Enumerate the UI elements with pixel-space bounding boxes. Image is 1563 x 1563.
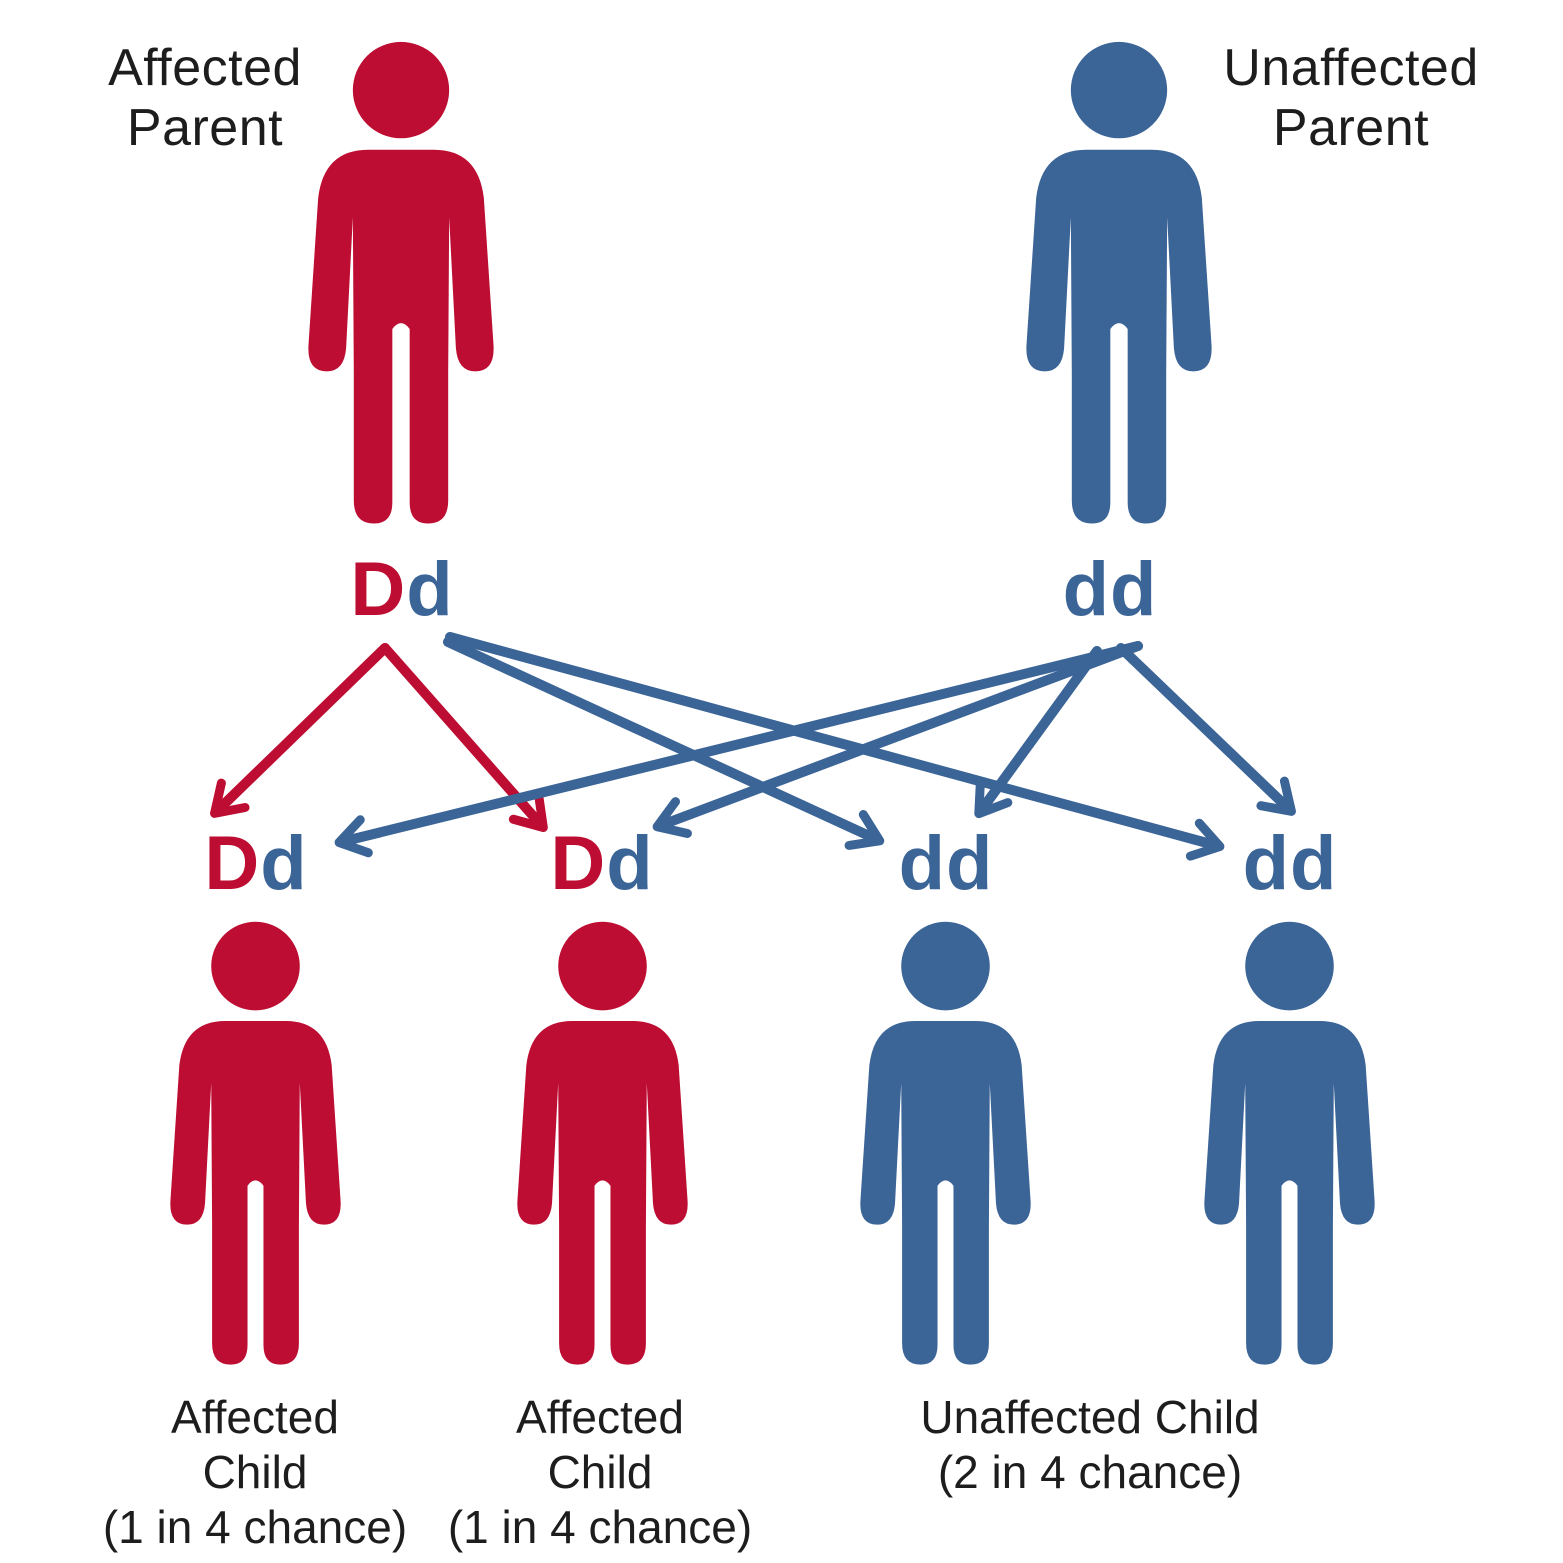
affected-child1-caption-chance: (1 in 4 chance) <box>102 1501 408 1553</box>
unaffected-child3-person-icon <box>860 921 1031 1365</box>
child2-allele-D: D <box>550 821 607 906</box>
child1-allele-d: d <box>260 821 308 906</box>
affected-parent-label-line1: Affected <box>108 39 302 97</box>
affected-child1-person-icon <box>170 921 341 1365</box>
affected-parent-label: Affected Parent <box>55 38 355 158</box>
child4-genotype: dd <box>1190 826 1390 902</box>
affected-parent-allele-d: d <box>406 547 454 632</box>
arrow-unaffectedd-to-child3 <box>974 646 1102 819</box>
affected-child2-caption: Affected Child (1 in 4 chance) <box>440 1390 760 1555</box>
child2-genotype: Dd <box>502 826 702 902</box>
child3-genotype: dd <box>846 826 1046 902</box>
unaffected-parent-label: Unaffected Parent <box>1201 38 1501 158</box>
unaffected-parent-allele-d1: d <box>1062 547 1110 632</box>
child1-genotype: Dd <box>156 826 356 902</box>
affected-child1-caption: Affected Child (1 in 4 chance) <box>95 1390 415 1555</box>
unaffected-parent-genotype: dd <box>1010 552 1210 628</box>
unaffected-children-caption-line1: Unaffected Child <box>920 1391 1260 1443</box>
arrow-unaffectedd-to-child4 <box>1116 643 1296 816</box>
affected-parent-label-line2: Parent <box>126 99 284 157</box>
affected-child2-caption-chance: (1 in 4 chance) <box>447 1501 753 1553</box>
child4-allele-d2: d <box>1290 821 1338 906</box>
unaffected-child4-person-icon <box>1204 921 1375 1365</box>
arrow-affectedd-to-child4 <box>445 632 1225 861</box>
affected-child2-caption-line2: Child <box>547 1446 653 1498</box>
arrow-unaffectedd-to-child1 <box>334 641 1143 858</box>
child2-allele-d: d <box>606 821 654 906</box>
child4-allele-d1: d <box>1242 821 1290 906</box>
arrow-affectedD-to-child1 <box>210 643 390 818</box>
unaffected-children-caption: Unaffected Child (2 in 4 chance) <box>880 1390 1300 1500</box>
affected-child2-caption-line1: Affected <box>516 1391 684 1443</box>
affected-child1-caption-line2: Child <box>202 1446 308 1498</box>
affected-child1-caption-line1: Affected <box>171 1391 339 1443</box>
affected-child2-person-icon <box>517 921 688 1365</box>
arrow-unaffectedd-to-child2 <box>652 641 1143 838</box>
unaffected-children-caption-chance: (2 in 4 chance) <box>937 1446 1243 1498</box>
affected-parent-allele-D: D <box>350 547 407 632</box>
child1-allele-D: D <box>204 821 261 906</box>
child3-allele-d1: d <box>898 821 946 906</box>
arrow-affectedd-to-child3 <box>443 637 885 850</box>
unaffected-parent-allele-d2: d <box>1110 547 1158 632</box>
unaffected-parent-label-line1: Unaffected <box>1223 39 1479 97</box>
unaffected-parent-label-line2: Parent <box>1272 99 1430 157</box>
affected-parent-genotype: Dd <box>302 552 502 628</box>
child3-allele-d2: d <box>946 821 994 906</box>
